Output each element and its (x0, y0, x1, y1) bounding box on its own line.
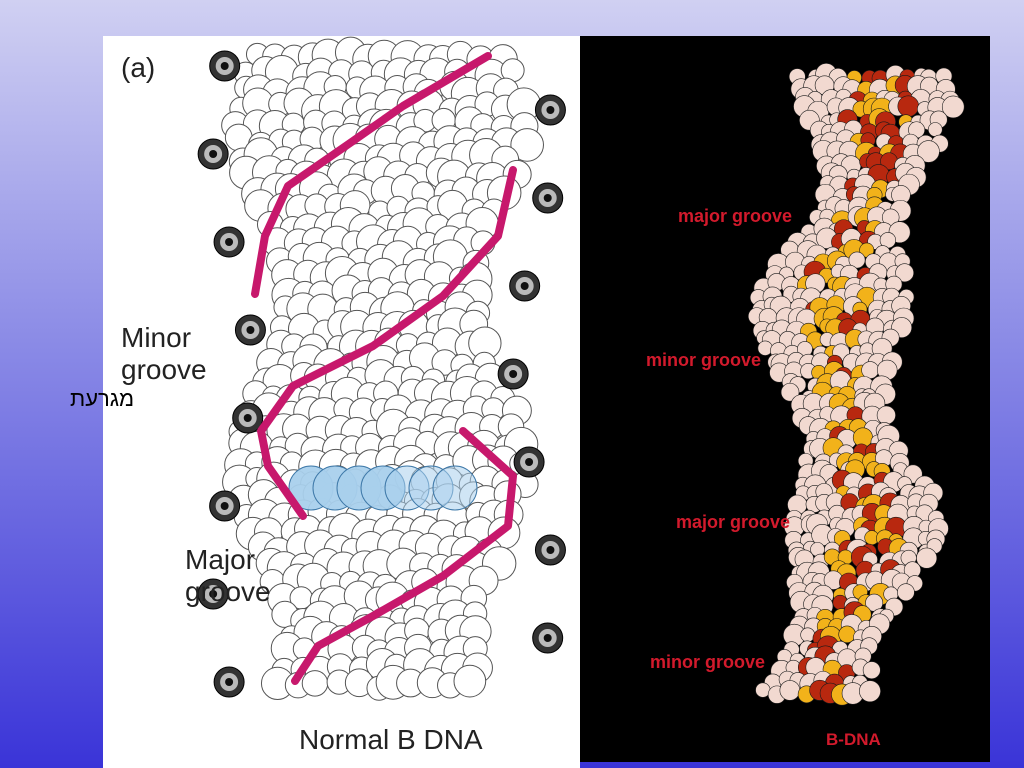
atom (876, 405, 896, 425)
groove-label-minor-1: minor groove (646, 350, 762, 370)
groove-label-major-2: major groove (676, 512, 791, 532)
minor-groove-label-line2: groove (121, 354, 207, 385)
atom (510, 128, 544, 162)
atom (862, 661, 881, 680)
phosphate-atom-core (220, 62, 229, 70)
dna-model-illustration (197, 36, 566, 701)
atom (838, 625, 856, 644)
phosphate-atom-core (209, 590, 218, 598)
major-groove-label-line2: groove (185, 576, 271, 607)
panel-a-caption: Normal B DNA (299, 724, 483, 755)
base-pair-atom (432, 465, 478, 511)
groove-label-major-1: major groove (678, 206, 793, 226)
hebrew-groove-annotation: מגרעת (70, 386, 135, 411)
atom (800, 627, 816, 643)
atom (897, 583, 915, 602)
backbone-trace-1 (251, 52, 492, 298)
atom (301, 670, 329, 697)
panel-tag: (a) (121, 52, 156, 83)
backbone-trace-3 (291, 427, 517, 685)
phosphate-atom-core (220, 502, 229, 510)
major-groove-label-line1: Major (185, 544, 256, 575)
phosphate-atom-core (520, 282, 529, 290)
panel-b-caption: B-DNA (826, 730, 881, 749)
atom (848, 251, 866, 269)
b-dna-model-illustration (747, 63, 965, 706)
phosphate-atom-core (546, 106, 555, 114)
normal-b-dna-panel: (a) Minor groove Major groove Normal B D… (103, 36, 580, 768)
phosphate-atom-core (209, 150, 218, 158)
phosphate-atom-core (509, 370, 518, 378)
atom (453, 664, 487, 698)
phosphate-atom-core (543, 194, 552, 202)
backbone-trace-2 (257, 166, 517, 520)
atom (895, 263, 915, 283)
phosphate-atom-core (243, 414, 252, 422)
phosphate-atom-core (225, 238, 234, 246)
atom (897, 95, 920, 117)
atom (779, 680, 801, 701)
phosphate-atom-core (543, 634, 552, 642)
phosphate-atom-core (546, 546, 555, 554)
atom (927, 122, 943, 137)
atom (780, 382, 800, 402)
phosphate-atom-core (246, 326, 255, 334)
atom (916, 547, 938, 569)
atom (917, 140, 940, 163)
atom (941, 95, 965, 119)
phosphate-atom-core (525, 458, 534, 466)
minor-groove-label-line1: Minor (121, 322, 192, 353)
phosphate-atom-core (225, 678, 234, 686)
b-dna-panel: major groove minor groove major groove m… (580, 36, 990, 762)
atom (859, 680, 881, 703)
groove-label-minor-2: minor groove (650, 652, 766, 672)
